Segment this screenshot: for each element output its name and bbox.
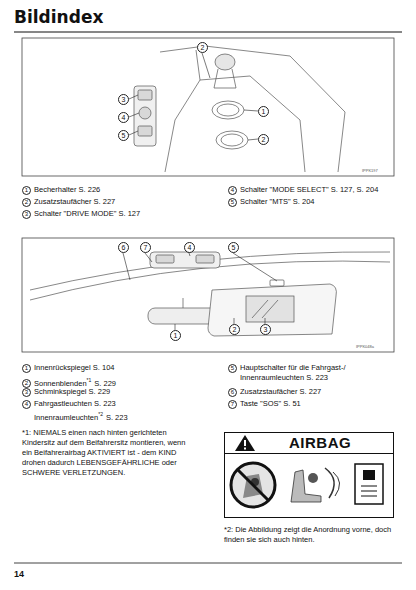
list-row: Innenraumleuchten S. 223: [240, 373, 328, 383]
footnote-mark: *2: [98, 411, 103, 417]
item-text: Schalter "MODE SELECT" S. 127, S. 204: [240, 185, 378, 194]
warning-triangle: [225, 433, 265, 453]
list-row: 5Schalter "MTS" S. 204: [228, 197, 315, 207]
item-text: Taste "SOS" S. 51: [240, 399, 301, 408]
figure-frame: [22, 38, 394, 352]
list-row: 1Becherhalter S. 226: [22, 185, 100, 195]
item-text: Sonnenblenden: [34, 379, 87, 388]
item-text: Becherhalter S. 226: [34, 185, 100, 194]
callout-number: 5: [228, 242, 239, 253]
item-text: Schalter "DRIVE MODE" S. 127: [34, 209, 140, 218]
list-row: 6Zusatzstaufächer S. 227: [228, 387, 321, 397]
item-number: 1: [22, 186, 31, 195]
list-row: 2Zusatzstaufächer S. 227: [22, 197, 115, 207]
item-text: Innenrückspiegel S. 104: [34, 363, 114, 372]
list-row: Innenraumleuchten*2S. 223: [34, 409, 128, 423]
label-header: AIRBAG: [225, 433, 393, 454]
item-text: Hauptschalter für die Fahrgast-/: [240, 363, 345, 372]
page-rule: [14, 32, 402, 563]
item-text: Fahrgastleuchten S. 223: [34, 399, 116, 408]
page-number: 14: [14, 569, 24, 579]
item-number: 2: [22, 379, 31, 388]
item-number: 4: [228, 186, 237, 195]
item-text: Innenraumleuchten S. 223: [240, 373, 328, 382]
callout-number: 1: [258, 106, 269, 117]
list-row: 5Hauptschalter für die Fahrgast-/: [228, 363, 345, 373]
figure-code: IPPK048a: [356, 344, 374, 349]
callout-number: 4: [184, 242, 195, 253]
item-number: 2: [22, 198, 31, 207]
callout-number: 2: [258, 134, 269, 145]
item-text: Zusatzstaufächer S. 227: [240, 387, 321, 396]
item-number: 5: [228, 364, 237, 373]
callout-number: 2: [197, 42, 208, 53]
callout-number: 4: [118, 112, 129, 123]
list-row: 2Sonnenblenden*1S. 229: [22, 375, 116, 389]
item-text: Innenraumleuchten: [34, 413, 98, 422]
leader-line: [123, 253, 277, 330]
roof-drawing: [30, 252, 390, 336]
item-number: 7: [228, 400, 237, 409]
label-heading: AIRBAG: [289, 434, 351, 451]
item-text: Schminkspiegel S. 229: [34, 387, 110, 396]
list-row: 4Schalter "MODE SELECT" S. 127, S. 204: [228, 185, 378, 195]
callout-number: 3: [260, 324, 271, 335]
airbag-pictogram: [225, 454, 392, 516]
callout-number: 7: [140, 242, 151, 253]
footnote: *1: NIEMALS einen nach hinten gerichtete…: [22, 428, 194, 478]
figure-code: IPPK197: [362, 168, 378, 173]
page-title: Bildindex: [14, 7, 103, 27]
callout-number: 5: [118, 130, 129, 141]
callout-number: 1: [170, 330, 181, 341]
footnote-mark: *1: [87, 377, 92, 383]
item-number: 4: [22, 400, 31, 409]
item-text: Schalter "MTS" S. 204: [240, 197, 315, 206]
list-row: 4Fahrgastleuchten S. 223: [22, 399, 116, 409]
item-number: 3: [22, 210, 31, 219]
callout-number: 6: [118, 242, 129, 253]
list-row: 7Taste "SOS" S. 51: [228, 399, 301, 409]
item-text: Zusatzstaufächer S. 227: [34, 197, 115, 206]
console-drawing: [134, 46, 345, 172]
item-number: 1: [22, 364, 31, 373]
item-text: S. 223: [106, 413, 128, 422]
list-row: 3Schalter "DRIVE MODE" S. 127: [22, 209, 140, 219]
callout-number: 2: [229, 324, 240, 335]
item-number: 5: [228, 198, 237, 207]
warning-label: AIRBAG: [224, 432, 394, 518]
item-number: 6: [228, 388, 237, 397]
list-row: 1Innenrückspiegel S. 104: [22, 363, 114, 373]
list-row: 3Schminkspiegel S. 229: [22, 387, 110, 397]
item-text: S. 229: [94, 379, 116, 388]
footnote: *2: Die Abbildung zeigt die Anordnung vo…: [224, 525, 402, 545]
leader-line: [129, 53, 258, 140]
callout-number: 3: [118, 94, 129, 105]
item-number: 3: [22, 388, 31, 397]
